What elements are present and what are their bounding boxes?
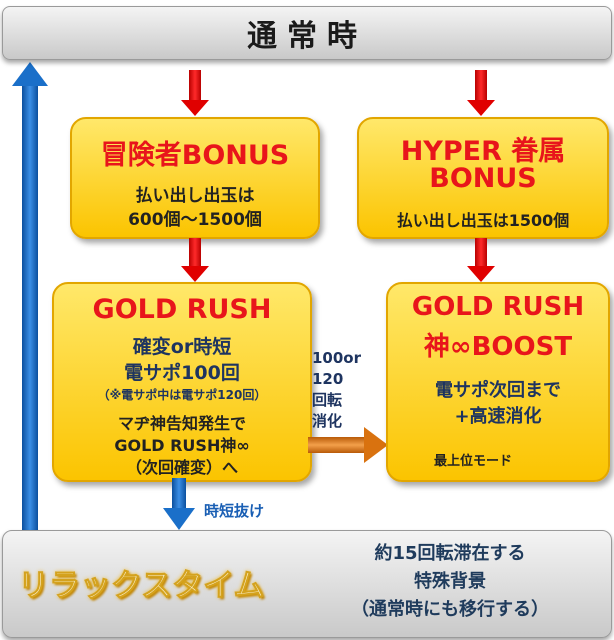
adventurer-bonus-desc-line-1: 払い出し出玉は: [135, 186, 255, 206]
jitan-exit-label: 時短抜け: [204, 502, 265, 520]
relax-time-desc: 約15回転滞在する 特殊背景 （通常時にも移行する）: [300, 540, 600, 624]
relax-time-banner: [2, 530, 612, 638]
relax-time-title: リラックスタイム: [18, 568, 265, 605]
transition-label: 100or 120 回転 消化: [312, 348, 372, 432]
arrow-gold-rush-to-boost: [308, 427, 388, 463]
boost-title-line-1: GOLD RUSH: [411, 292, 585, 322]
gold-rush-box: GOLD RUSH 確変or時短 電サポ100回 （※電サポ中は電サポ120回）…: [52, 282, 312, 482]
return-to-normal-arrow: [12, 62, 48, 540]
gold-rush-footer-line-1: マヂ神告知発生で: [117, 414, 246, 433]
relax-desc-line-2: 特殊背景: [414, 571, 486, 592]
boost-desc-line-2: +高速消化: [454, 406, 542, 427]
arrow-to-adventurer-bonus: [181, 70, 209, 116]
transition-label-line-4: 消化: [312, 412, 343, 430]
gold-rush-line-2: 電サポ100回: [124, 362, 240, 384]
relax-desc-line-3: （通常時にも移行する）: [351, 599, 549, 620]
transition-label-line-1: 100or: [312, 349, 362, 367]
hyper-bonus-title-line-2: BONUS: [429, 163, 537, 194]
boost-title-line-2: 神∞BOOST: [423, 332, 573, 362]
arrow-to-hyper-bonus: [467, 70, 495, 116]
boost-desc-line-1: 電サポ次回まで: [435, 380, 561, 401]
gold-rush-boost-box: GOLD RUSH 神∞BOOST 電サポ次回まで +高速消化 最上位モード: [386, 282, 610, 482]
adventurer-bonus-desc-line-2: 600個～1500個: [128, 210, 262, 230]
transition-label-line-2: 120: [312, 370, 344, 388]
relax-desc-line-1: 約15回転滞在する: [374, 543, 526, 564]
gold-rush-title: GOLD RUSH: [92, 294, 272, 325]
gold-rush-note: （※電サポ中は電サポ120回）: [97, 388, 267, 402]
adventurer-bonus-title: 冒険者BONUS: [100, 140, 290, 171]
normal-mode-title: 通常時: [247, 19, 367, 54]
gold-rush-footer-line-3: （次回確変）へ: [125, 458, 238, 477]
hyper-bonus-box: HYPER 眷属 BONUS 払い出し出玉は1500個: [357, 117, 609, 239]
normal-mode-banner: 通常時: [2, 6, 612, 60]
boost-mode-label: 最上位モード: [434, 454, 513, 469]
gold-rush-footer-line-2: GOLD RUSH神∞: [114, 436, 250, 455]
jitan-exit-arrow: [163, 478, 195, 530]
arrow-to-boost: [467, 238, 495, 282]
gold-rush-line-1: 確変or時短: [132, 336, 232, 358]
arrow-to-gold-rush: [181, 238, 209, 282]
adventurer-bonus-box: 冒険者BONUS 払い出し出玉は 600個～1500個: [70, 117, 320, 239]
hyper-bonus-title-line-1: HYPER 眷属: [400, 136, 566, 167]
hyper-bonus-desc: 払い出し出玉は1500個: [396, 211, 570, 230]
transition-label-line-3: 回転: [312, 391, 343, 409]
